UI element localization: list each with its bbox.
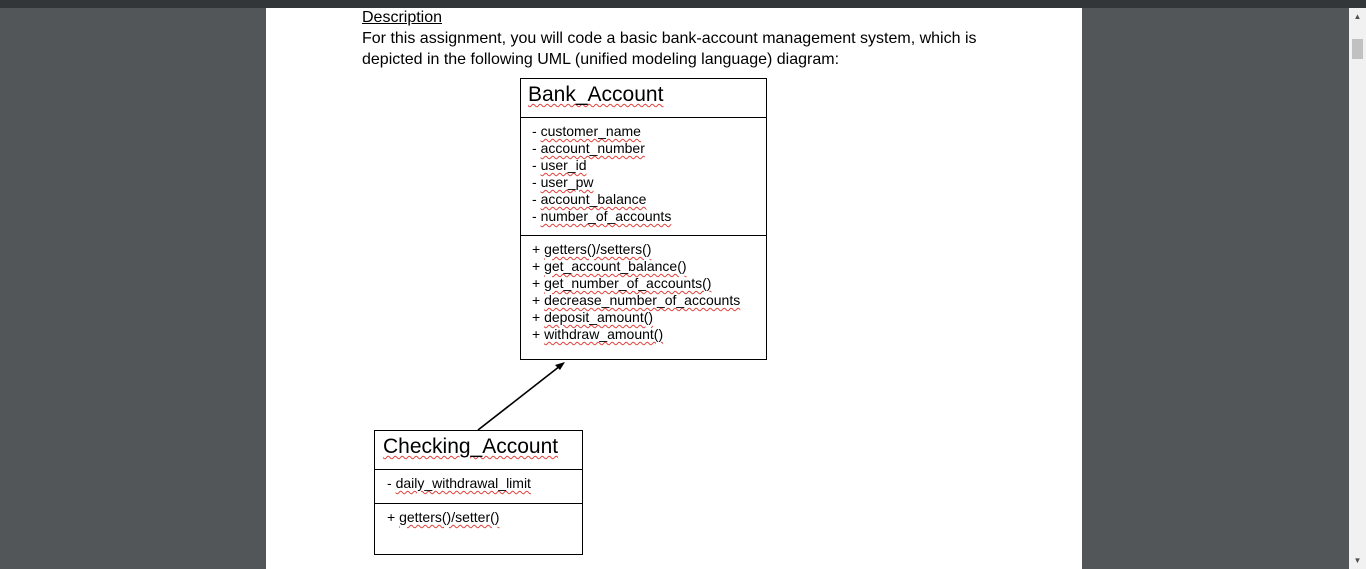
attribute-name: customer_name (540, 123, 641, 139)
uml-class-checking-account: Checking_Account - daily_withdrawal_limi… (374, 430, 583, 555)
method-name: getters()/setter() (399, 509, 500, 525)
method-name: deposit_amount() (544, 309, 654, 325)
visibility-marker: - (532, 157, 537, 173)
attribute-name: daily_withdrawal_limit (395, 475, 531, 491)
visibility-marker: - (532, 191, 537, 207)
viewer-toolbar-strip (0, 0, 1366, 8)
visibility-marker: + (532, 309, 541, 325)
method-name: getters()/setters() (544, 241, 652, 257)
description-paragraph: For this assignment, you will code a bas… (362, 30, 977, 68)
visibility-marker: + (532, 275, 541, 291)
attribute-name: account_balance (540, 191, 647, 207)
uml-attribute: - daily_withdrawal_limit (387, 475, 531, 492)
uml-method-list: + getters()/setters()+ get_account_balan… (532, 241, 740, 343)
section-heading: Description (362, 9, 443, 26)
method-name: get_number_of_accounts() (544, 275, 712, 291)
uml-method: + getters()/setter() (387, 509, 499, 526)
uml-method-list: + getters()/setter() (387, 509, 499, 526)
attribute-name: user_pw (540, 174, 594, 190)
uml-attribute-list: - customer_name- account_number- user_id… (532, 123, 671, 225)
uml-attribute: - account_balance (532, 191, 671, 208)
uml-attribute: - user_pw (532, 174, 671, 191)
uml-divider (375, 469, 582, 470)
uml-method: + get_account_balance() (532, 258, 740, 275)
uml-attribute: - user_id (532, 157, 671, 174)
uml-method: + decrease_number_of_accounts (532, 292, 740, 309)
uml-method: + withdraw_amount() (532, 326, 740, 343)
visibility-marker: - (387, 475, 392, 491)
visibility-marker: + (532, 292, 541, 308)
uml-method: + deposit_amount() (532, 309, 740, 326)
visibility-marker: + (532, 258, 541, 274)
uml-attribute: - account_number (532, 140, 671, 157)
method-name: decrease_number_of_accounts (544, 292, 741, 308)
method-name: get_account_balance() (544, 258, 687, 274)
attribute-name: number_of_accounts (540, 208, 672, 224)
visibility-marker: + (532, 241, 541, 257)
method-name: withdraw_amount() (544, 326, 664, 342)
visibility-marker: + (387, 509, 396, 525)
uml-divider (375, 503, 582, 504)
uml-class-title: Bank_Account (528, 83, 664, 106)
scrollbar-thumb[interactable] (1352, 39, 1363, 59)
visibility-marker: - (532, 208, 537, 224)
visibility-marker: + (532, 326, 541, 342)
attribute-name: user_id (540, 157, 587, 173)
uml-attribute: - customer_name (532, 123, 671, 140)
visibility-marker: - (532, 123, 537, 139)
uml-divider (521, 117, 766, 118)
uml-class-title: Checking_Account (383, 435, 559, 458)
uml-method: + getters()/setters() (532, 241, 740, 258)
document-page: Description For this assignment, you wil… (266, 8, 1082, 569)
scroll-down-icon[interactable]: ▼ (1353, 556, 1362, 565)
uml-divider (521, 235, 766, 236)
uml-attribute-list: - daily_withdrawal_limit (387, 475, 531, 492)
vertical-scrollbar[interactable]: ▲ ▼ (1349, 8, 1366, 569)
visibility-marker: - (532, 140, 537, 156)
uml-attribute: - number_of_accounts (532, 208, 671, 225)
uml-class-bank-account: Bank_Account - customer_name- account_nu… (520, 78, 767, 360)
visibility-marker: - (532, 174, 537, 190)
uml-method: + get_number_of_accounts() (532, 275, 740, 292)
scroll-up-icon[interactable]: ▲ (1353, 12, 1362, 21)
attribute-name: account_number (540, 140, 645, 156)
